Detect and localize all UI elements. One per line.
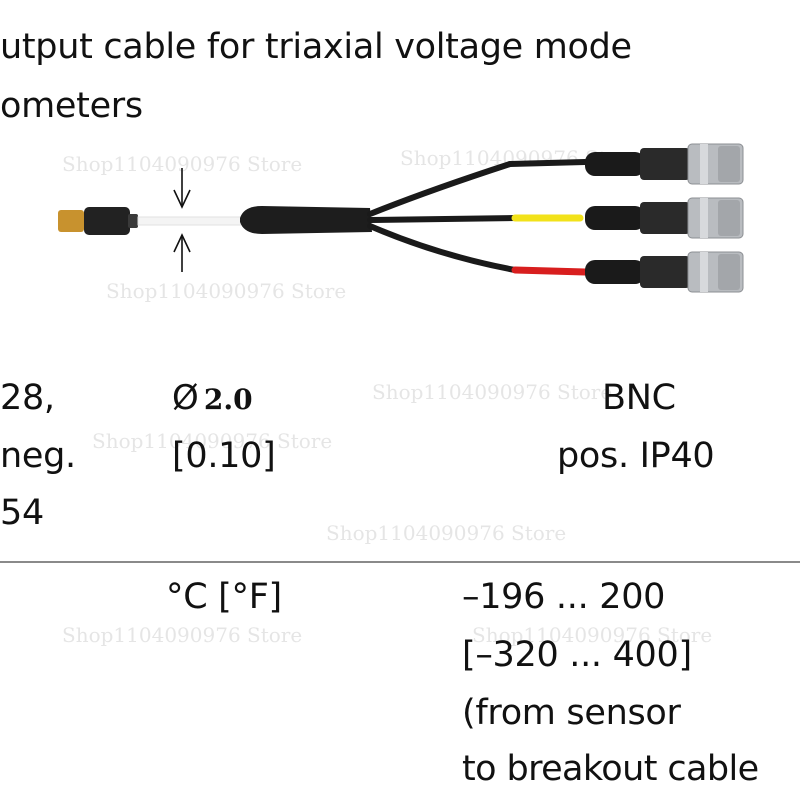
sensor-connector [58, 207, 138, 235]
temperature-range-fahrenheit: [–320 ... 400] [462, 635, 692, 675]
breakout-body [240, 206, 372, 234]
wires [367, 159, 589, 276]
table-divider [0, 561, 800, 563]
connector-spec-line-2: neg. [0, 436, 76, 476]
temperature-note-line-1: (from sensor [462, 693, 681, 733]
output-connector-spec: pos. IP40 [557, 436, 715, 476]
diameter-arrows [173, 168, 191, 272]
cable-illustration [58, 143, 744, 293]
bnc-connector-top [585, 143, 744, 185]
watermark: Shop1104090976 Store [472, 623, 713, 647]
watermark: Shop1104090976 Store [372, 380, 613, 404]
output-connector-type: BNC [602, 378, 676, 418]
connector-spec-line-1: 28, [0, 378, 55, 418]
temperature-note-line-2: to breakout cable [462, 749, 759, 789]
page-title-line-2: ometers [0, 86, 143, 126]
bnc-connector-middle [585, 197, 744, 239]
thin-cable [137, 216, 243, 226]
watermark: Shop1104090976 Store [326, 521, 567, 545]
watermark: Shop1104090976 Store [62, 152, 303, 176]
temperature-range-celsius: –196 ... 200 [462, 577, 666, 617]
watermark: Shop1104090976 Store [62, 623, 303, 647]
diameter-value: 2.0 [203, 383, 253, 416]
temperature-unit: °C [°F] [166, 577, 282, 617]
watermark: Shop1104090976 Store [106, 279, 347, 303]
diameter-inch-value: [0.10] [172, 436, 276, 476]
watermark: Shop1104090976 Store [92, 429, 333, 453]
bnc-connector-bottom [585, 251, 744, 293]
page-title-line-1: utput cable for triaxial voltage mode [0, 27, 632, 67]
diameter-spec: Ø 2.0 [172, 381, 253, 415]
connector-spec-line-3: 54 [0, 493, 44, 533]
diameter-symbol: Ø [172, 378, 199, 418]
